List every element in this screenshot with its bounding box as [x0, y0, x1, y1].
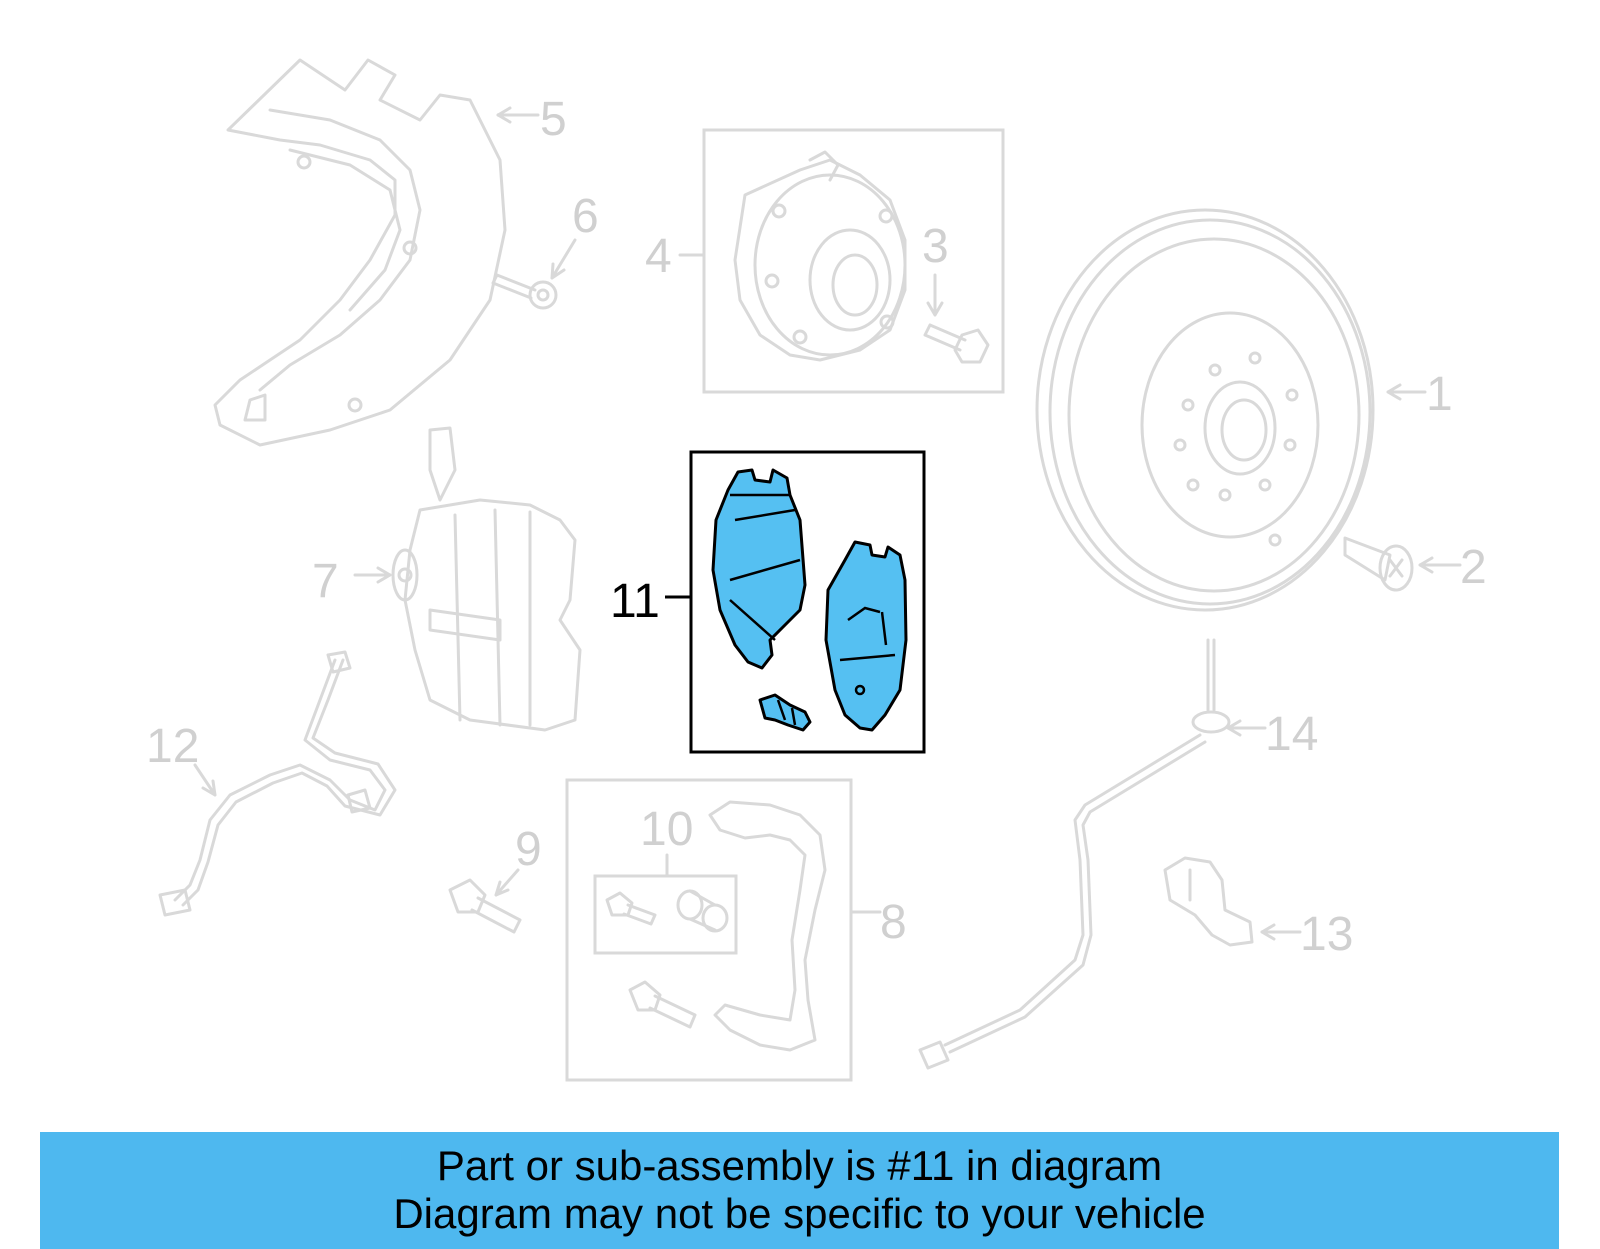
callout-1: 1	[1426, 368, 1453, 421]
callout-5: 5	[540, 93, 567, 146]
part-11-brake-pad-set[interactable]	[711, 468, 908, 732]
part-3-hub-bolt[interactable]	[923, 323, 990, 364]
part-8-caliper-bracket[interactable]	[628, 800, 827, 1052]
part-12-brake-hose[interactable]	[158, 650, 397, 917]
part-6-bolt[interactable]	[491, 273, 558, 310]
callout-2: 2	[1460, 541, 1487, 594]
callout-10: 10	[640, 803, 693, 856]
part-2-rotor-screw[interactable]	[1343, 536, 1414, 592]
part-9-bolt[interactable]	[448, 878, 522, 934]
callout-9: 9	[515, 823, 542, 876]
part-11-group-box	[689, 450, 926, 754]
callout-3: 3	[922, 220, 949, 273]
part-13-speed-sensor[interactable]	[1163, 856, 1254, 947]
banner-line-2: Diagram may not be specific to your vehi…	[393, 1190, 1206, 1237]
part-1-brake-rotor[interactable]	[1035, 208, 1375, 612]
callout-14: 14	[1265, 708, 1318, 761]
part-10-hardware-kit[interactable]	[605, 889, 729, 933]
part-14-wear-sensor[interactable]	[918, 638, 1231, 1070]
part-11-guide-bolt[interactable]	[758, 693, 812, 732]
part-5-splash-shield[interactable]	[213, 58, 507, 447]
callout-6: 6	[572, 190, 599, 243]
callout-11: 11	[610, 575, 660, 628]
callout-7: 7	[312, 555, 339, 608]
banner-line-1: Part or sub-assembly is #11 in diagram	[436, 1142, 1163, 1189]
callout-12: 12	[146, 720, 199, 773]
parts-diagram: 5 6 4 3	[146, 58, 1487, 1082]
part-7-brake-caliper[interactable]	[391, 426, 582, 732]
callout-8: 8	[880, 896, 907, 949]
callout-13: 13	[1300, 908, 1353, 961]
callout-4: 4	[645, 230, 672, 283]
part-4-wheel-hub[interactable]	[733, 150, 907, 362]
info-banner: Part or sub-assembly is #11 in diagram D…	[40, 1132, 1559, 1249]
part-8-group-box	[565, 778, 853, 1082]
part-4-group-box	[702, 128, 1005, 394]
